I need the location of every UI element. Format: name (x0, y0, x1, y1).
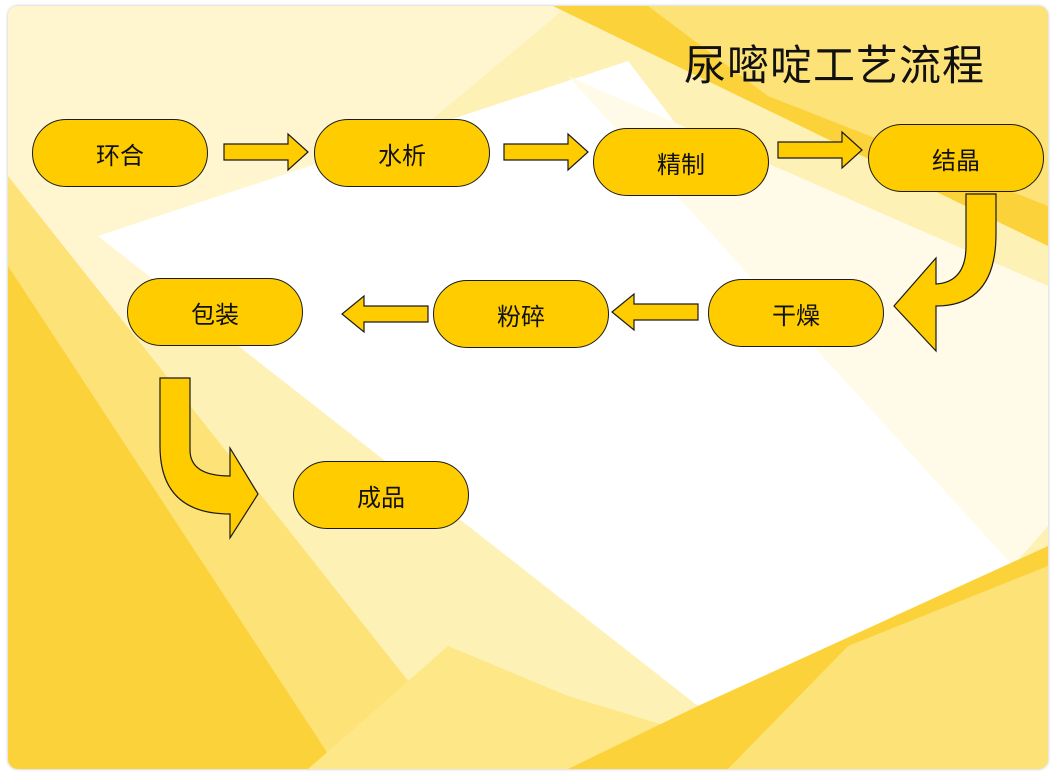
step-label: 环合 (96, 141, 144, 170)
slide: 尿嘧啶工艺流程 环合 水析 精制 结晶 干燥 粉碎 包装 成品 (8, 6, 1048, 769)
step-water-precipitation: 水析 (314, 119, 490, 187)
step-label: 粉碎 (497, 302, 545, 331)
page-title: 尿嘧啶工艺流程 (684, 41, 986, 90)
step-label: 包装 (191, 300, 239, 329)
step-label: 结晶 (932, 146, 980, 175)
step-crystallization: 结晶 (868, 124, 1044, 192)
step-refining: 精制 (593, 128, 769, 196)
step-label: 成品 (357, 483, 405, 512)
arrow-right-icon (223, 132, 309, 172)
step-packaging: 包装 (127, 278, 303, 346)
arrow-right-icon (777, 130, 863, 170)
flow-arrows (159, 130, 997, 541)
arrow-right-icon (503, 132, 589, 172)
step-label: 水析 (378, 141, 426, 170)
curved-arrow-down-left-icon (893, 193, 997, 353)
arrow-left-icon (611, 292, 699, 332)
step-grinding: 粉碎 (433, 280, 609, 348)
step-label: 干燥 (772, 301, 820, 330)
step-drying: 干燥 (708, 279, 884, 347)
background-graphic (8, 6, 1048, 769)
step-label: 精制 (657, 150, 705, 179)
arrow-left-icon (341, 294, 429, 334)
curved-arrow-down-right-icon (159, 377, 259, 541)
step-ring-closure: 环合 (32, 119, 208, 187)
step-finished-product: 成品 (293, 461, 469, 529)
